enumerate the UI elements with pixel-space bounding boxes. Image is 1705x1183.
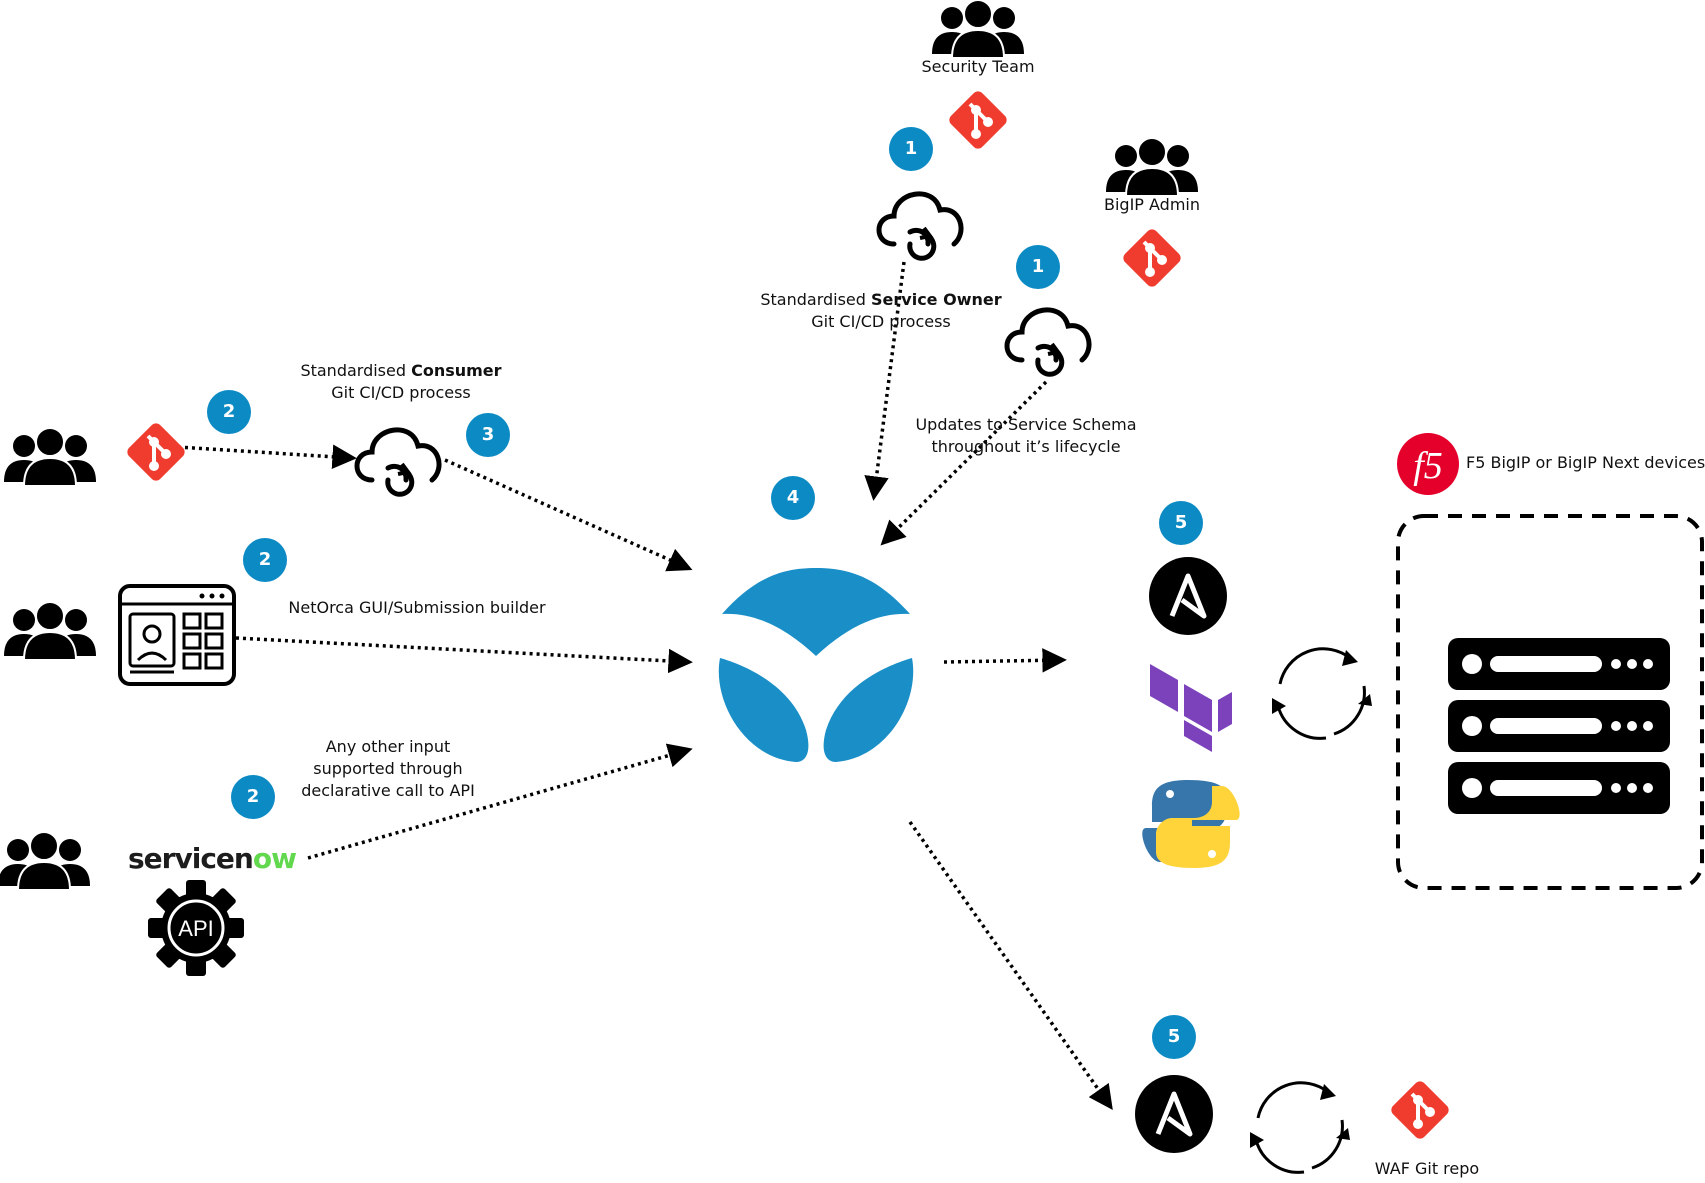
arrow-service-owner-to-netorca xyxy=(864,261,906,501)
gui-builder-label: NetOrca GUI/Submission builder xyxy=(288,598,546,617)
step-badge-api: 2 xyxy=(231,775,275,819)
arrow-git-to-consumer-cicd xyxy=(177,444,357,469)
sync-cycle-icon xyxy=(1270,647,1374,740)
waf-git-repo-label: WAF Git repo xyxy=(1374,1159,1480,1178)
bigip-admin-label: BigIP Admin xyxy=(1103,195,1201,214)
security-team-people-icon xyxy=(931,0,1025,59)
terraform-icon xyxy=(1150,664,1232,752)
step-badge-automation: 5 xyxy=(1159,501,1203,545)
servicenow-logo: servicenow xyxy=(128,842,297,875)
api-gear-icon: API xyxy=(148,880,244,976)
consumer-git-icon xyxy=(122,418,190,486)
waf-sync-cycle-icon xyxy=(1248,1081,1352,1174)
security-team-label: Security Team xyxy=(921,57,1035,76)
waf-git-icon xyxy=(1386,1076,1454,1144)
step-badge-consumer-cicd: 3 xyxy=(466,413,510,457)
service-owner-cicd-label: Standardised Service Owner Git CI/CD pro… xyxy=(760,290,1002,331)
arrow-consumer-cicd-to-netorca xyxy=(444,458,693,572)
step-badge-bigip: 1 xyxy=(1016,245,1060,289)
gui-builder-icon xyxy=(118,584,236,686)
bigip-admin-people-icon xyxy=(1105,137,1199,197)
other-input-label: Any other input supported through declar… xyxy=(301,737,475,800)
step-badge-gui: 2 xyxy=(243,538,287,582)
api-label: API xyxy=(178,916,213,941)
bigip-cicd-cloud-icon xyxy=(1007,310,1089,374)
server-stack-icon xyxy=(1448,638,1670,814)
step-badge-waf: 5 xyxy=(1152,1015,1196,1059)
svg-text:f5: f5 xyxy=(1413,445,1443,487)
consumer-cicd-cloud-icon xyxy=(357,430,439,494)
python-icon xyxy=(1142,780,1240,868)
security-git-icon xyxy=(944,86,1012,154)
service-owner-cicd-cloud-icon xyxy=(879,194,961,258)
schema-updates-label: Updates to Service Schema throughout it’… xyxy=(915,415,1137,456)
api-people-icon xyxy=(0,831,91,891)
consumer-cicd-label: Standardised Consumer Git CI/CD process xyxy=(300,361,502,402)
step-badge-security: 1 xyxy=(889,127,933,171)
f5-logo: f5 xyxy=(1397,433,1459,495)
step-badge-consumer: 2 xyxy=(207,390,251,434)
netorca-logo xyxy=(718,568,914,762)
arrow-schema-to-netorca xyxy=(880,380,1048,546)
gui-people-icon xyxy=(3,601,97,661)
bigip-git-icon xyxy=(1118,224,1186,292)
arrow-gui-to-netorca xyxy=(235,636,693,674)
step-badge-netorca: 4 xyxy=(771,476,815,520)
arrow-servicenow-to-netorca xyxy=(307,743,693,860)
f5-devices-label: F5 BigIP or BigIP Next devices xyxy=(1466,453,1705,472)
waf-ansible-icon xyxy=(1135,1075,1213,1153)
arrow-netorca-to-waf xyxy=(908,820,1113,1111)
f5-devices-box xyxy=(1396,514,1704,890)
consumer-people-icon xyxy=(3,427,97,487)
arrow-netorca-to-automation xyxy=(943,648,1067,673)
ansible-icon xyxy=(1149,557,1227,635)
